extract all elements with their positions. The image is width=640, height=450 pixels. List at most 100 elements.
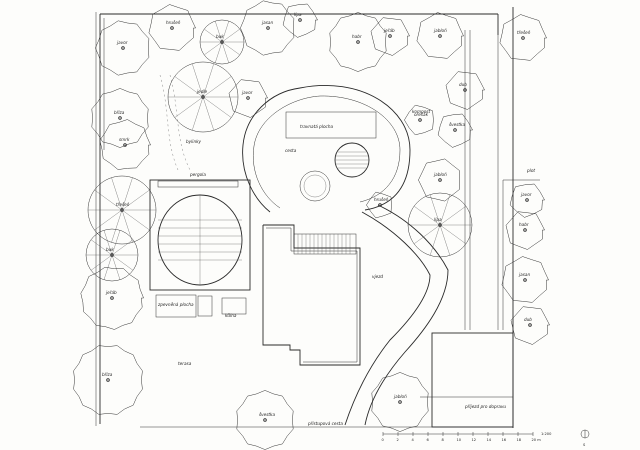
tree-canopy: [80, 266, 144, 330]
tree-canopy: [445, 71, 486, 110]
tree-branch: [174, 96, 204, 118]
tree-canopy: [99, 119, 151, 170]
tree-branch: [413, 206, 441, 226]
tree-branch: [221, 28, 240, 43]
tree-label: javor: [520, 192, 532, 197]
scale-tick-label: 0: [382, 438, 385, 442]
tree: dub: [510, 306, 551, 345]
tree-branch: [192, 63, 204, 98]
scale-tick-label: 2: [397, 438, 399, 442]
tree-branch: [192, 96, 204, 131]
tree-label: jabloň: [393, 394, 407, 399]
tree-label: třešeň: [116, 202, 130, 207]
tree-canopy: [416, 12, 464, 59]
tree: hrušeň: [366, 191, 392, 219]
tree-label: třešeň: [517, 30, 531, 35]
tree-label: buk: [106, 247, 114, 252]
tree-label: bříza: [102, 372, 113, 377]
tree-trunk: [521, 36, 525, 40]
tree-branch: [439, 224, 467, 244]
tree-canopy: [366, 191, 392, 219]
north-arrow: S: [580, 429, 590, 447]
label-herbs: bylinky: [186, 139, 202, 144]
tree-branch: [429, 194, 441, 226]
tree-branch: [221, 21, 229, 43]
tree-trunk: [398, 400, 402, 404]
garden-path: [159, 74, 191, 171]
tree-canopy: [282, 3, 319, 38]
tree-trunk: [388, 34, 392, 38]
tree-branch: [202, 76, 232, 98]
tree-branch: [103, 254, 113, 280]
label-fence: plot: [526, 168, 535, 173]
north-arrow-label: S: [583, 443, 586, 447]
tree: dub: [445, 71, 486, 110]
tree-trunk: [463, 88, 467, 92]
tree-branch: [121, 189, 150, 211]
scale-ratio: 1:200: [541, 432, 552, 436]
label-pergola: pergola: [189, 172, 206, 177]
tree: švestka: [236, 390, 294, 450]
lawn-circle: [242, 85, 411, 213]
tree: lípa: [282, 3, 319, 38]
tree-branch: [215, 41, 223, 63]
tree: lípa: [407, 192, 473, 258]
tree-branch: [202, 63, 214, 98]
tree-trunk: [525, 198, 529, 202]
scale-tick-label: 14: [487, 438, 492, 442]
tree-trunk: [438, 34, 442, 38]
label-access: příjezd pro dopravu: [464, 404, 506, 409]
tree-label: jasan: [518, 272, 530, 277]
label-entrance: vjezd: [372, 274, 383, 279]
tree-branch: [90, 254, 113, 271]
tree-branch: [111, 230, 121, 256]
tree-canopy: [95, 20, 150, 76]
tree-canopy: [509, 183, 546, 218]
tree-label: švestka: [449, 122, 465, 127]
tree: javor: [95, 20, 150, 76]
tree-branch: [111, 254, 134, 271]
tree-branch: [439, 224, 451, 256]
pergola-structure: [149, 179, 251, 318]
tree-label: jasan: [261, 20, 273, 25]
tree-branch: [94, 209, 123, 231]
tree: jabloň: [416, 12, 464, 59]
tree-label: dub: [524, 317, 532, 322]
tree: bříza: [91, 88, 149, 148]
label-compost: kompost: [412, 109, 430, 114]
tree-label: habr: [352, 34, 362, 39]
tree-trunk: [523, 228, 527, 232]
tree: javor: [509, 183, 546, 218]
label-shed: kůlna: [225, 313, 237, 318]
tree-trunk: [378, 203, 382, 207]
tree-branch: [202, 96, 232, 118]
tree-branch: [94, 189, 123, 211]
tree: jasan: [501, 256, 549, 303]
scale-tick-label: 12: [472, 438, 477, 442]
tree: habr: [329, 12, 387, 72]
tree-label: ořešák: [414, 112, 429, 117]
tree-trunk: [418, 118, 422, 122]
scale-tick-label: 4: [412, 438, 415, 442]
tree-label: jabloň: [433, 28, 447, 33]
tree-canopy: [236, 390, 294, 450]
tree-canopy: [240, 0, 295, 56]
tree: smrk: [99, 119, 151, 170]
tree-branch: [429, 224, 441, 256]
tree-label: javor: [241, 90, 253, 95]
tree-label: jeřáb: [383, 28, 395, 33]
tree-canopy: [91, 88, 149, 148]
tree: ořešák: [404, 104, 434, 136]
tree-branch: [221, 41, 229, 63]
tree-canopy: [501, 256, 549, 303]
tree-label: švestka: [259, 412, 275, 417]
tree-branch: [204, 41, 223, 56]
tree-canopy: [73, 345, 143, 415]
tree-trunk: [170, 26, 174, 30]
tree-branch: [204, 28, 223, 43]
tree-trunk: [121, 46, 125, 50]
tree: jabloň: [418, 158, 460, 202]
tree-canopy: [371, 372, 429, 432]
tree: třešeň: [499, 14, 547, 61]
